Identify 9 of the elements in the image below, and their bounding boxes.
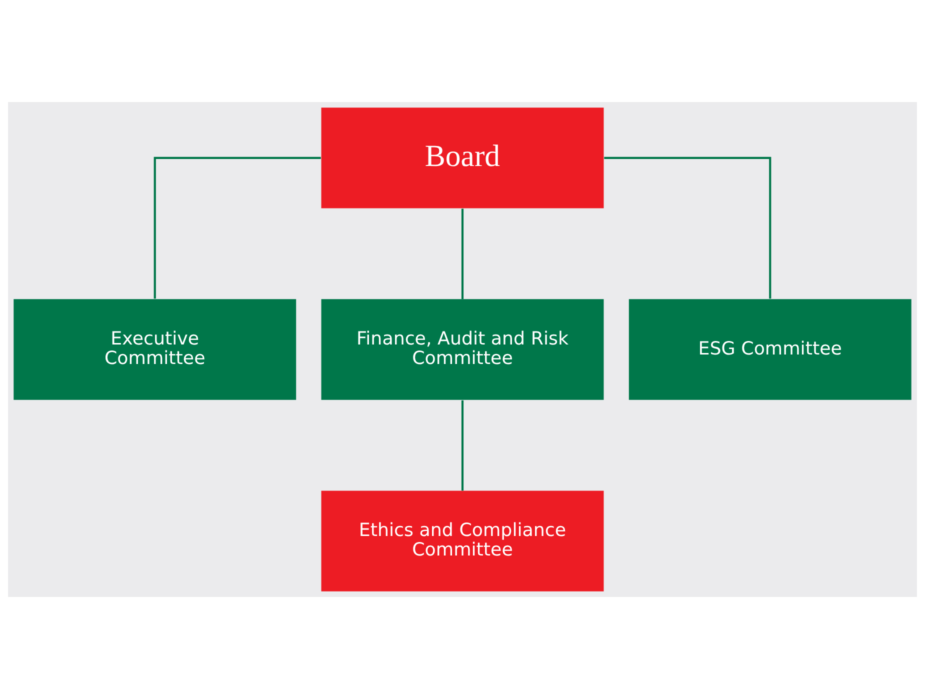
- node-box: Board: [321, 108, 604, 208]
- node-box: Executive Committee: [14, 299, 296, 400]
- connector: [461, 400, 464, 491]
- connector: [154, 156, 321, 299]
- node-box: Ethics and Compliance Committee: [321, 490, 604, 592]
- node-box: ESG Committee: [628, 299, 912, 400]
- connector: [604, 156, 772, 299]
- connector: [461, 208, 464, 300]
- node-box: Finance, Audit and Risk Committee: [321, 299, 604, 400]
